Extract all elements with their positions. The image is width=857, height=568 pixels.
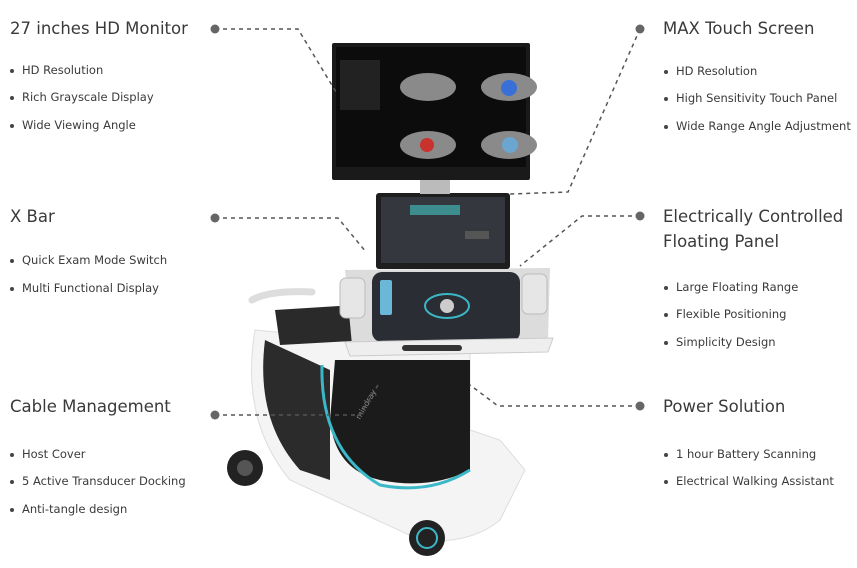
- feature-title-line: Electrically Controlled: [663, 207, 844, 226]
- touch-screen: [376, 193, 510, 269]
- feature-title-xbar: X Bar: [10, 207, 55, 226]
- feature-title-power: Power Solution: [663, 397, 786, 416]
- feature-item: Multi Functional Display: [10, 281, 159, 295]
- feature-title-touch: MAX Touch Screen: [663, 19, 815, 38]
- cart-base: mindray: [227, 288, 526, 556]
- feature-item: Host Cover: [10, 447, 86, 461]
- feature-item: High Sensitivity Touch Panel: [663, 91, 838, 105]
- control-panel: [339, 268, 554, 357]
- feature-item: Large Floating Range: [663, 280, 799, 294]
- feature-item: Electrical Walking Assistant: [664, 474, 834, 488]
- feature-title-monitor: 27 inches HD Monitor: [10, 19, 188, 38]
- connector-dots: [210, 24, 645, 420]
- connector-lines: [215, 28, 641, 416]
- feature-title-panel: Electrically Controlled Floating Panel: [663, 204, 843, 254]
- feature-item: Flexible Positioning: [663, 307, 787, 321]
- feature-item: Rich Grayscale Display: [10, 90, 154, 104]
- feature-item: 1 hour Battery Scanning: [663, 447, 817, 461]
- feature-title-line: Floating Panel: [663, 232, 780, 251]
- feature-item: Quick Exam Mode Switch: [9, 253, 168, 267]
- feature-title-cable: Cable Management: [10, 397, 171, 416]
- monitor: [332, 43, 537, 194]
- feature-item: HD Resolution: [663, 64, 758, 78]
- feature-item: 5 Active Transducer Docking: [10, 474, 186, 488]
- feature-item: Wide Viewing Angle: [10, 118, 136, 132]
- feature-item: Wide Range Angle Adjustment: [664, 119, 851, 133]
- feature-item: Anti-tangle design: [9, 502, 128, 516]
- feature-item: Simplicity Design: [664, 335, 776, 349]
- feature-item: HD Resolution: [9, 63, 104, 77]
